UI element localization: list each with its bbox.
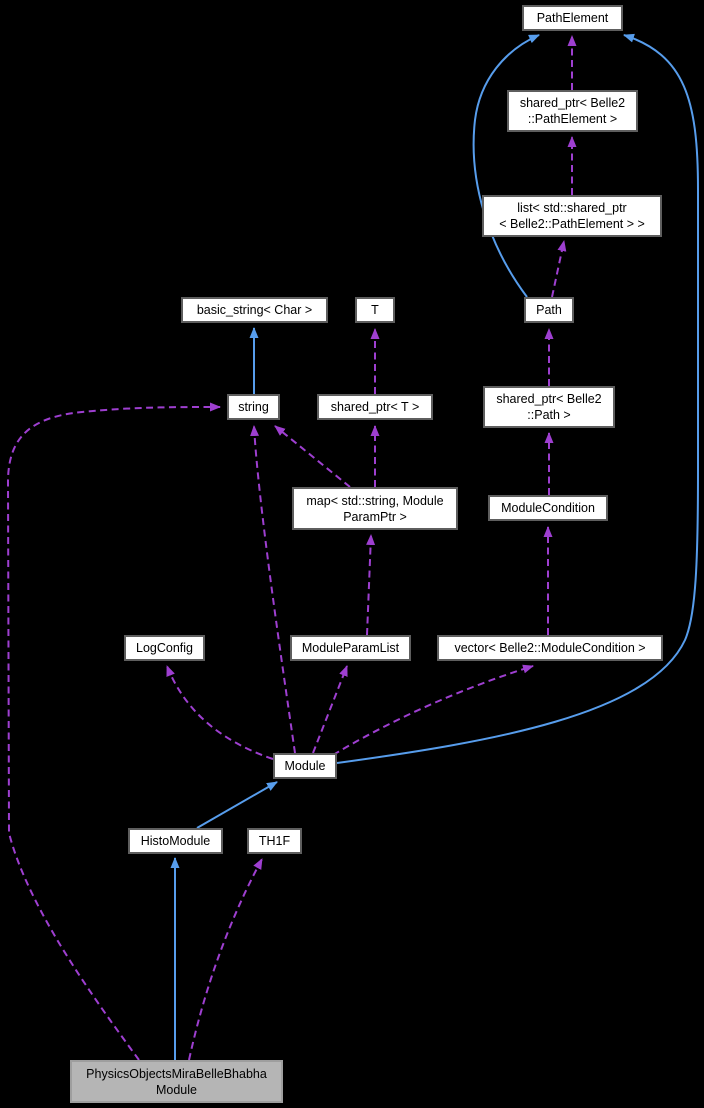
node-moduleparamlist[interactable]: ModuleParamList bbox=[290, 635, 411, 661]
node-physicsobjectsmirabellebhabhamodule[interactable]: PhysicsObjectsMiraBelleBhabha Module bbox=[70, 1060, 283, 1103]
node-shared-ptr-belle2-pathelement[interactable]: shared_ptr< Belle2 ::PathElement > bbox=[507, 90, 638, 132]
edge-moduleparamlist-to-map bbox=[366, 534, 376, 636]
node-vector-modulecondition[interactable]: vector< Belle2::ModuleCondition > bbox=[437, 635, 663, 661]
node-string[interactable]: string bbox=[227, 394, 280, 420]
node-histomodule[interactable]: HistoModule bbox=[128, 828, 223, 854]
edge-module-to-logconfig bbox=[166, 665, 274, 760]
edge-physicsmodule-to-string bbox=[6, 402, 221, 1061]
edge-path-to-pathelement bbox=[472, 34, 540, 298]
edge-histomodule-to-module bbox=[196, 781, 278, 829]
node-shared-ptr-t[interactable]: shared_ptr< T > bbox=[317, 394, 433, 420]
node-list-shared-ptr-pathelement[interactable]: list< std::shared_ptr < Belle2::PathElem… bbox=[482, 195, 662, 237]
edge-map-to-string bbox=[274, 425, 351, 488]
node-basic-string-char[interactable]: basic_string< Char > bbox=[181, 297, 328, 323]
node-pathelement[interactable]: PathElement bbox=[522, 5, 623, 31]
node-modulecondition[interactable]: ModuleCondition bbox=[488, 495, 608, 521]
edge-module-to-string bbox=[250, 425, 296, 754]
edge-module-to-moduleparamlist bbox=[312, 665, 348, 754]
node-logconfig[interactable]: LogConfig bbox=[124, 635, 205, 661]
edge-module-to-pathelement bbox=[336, 33, 699, 764]
edge-module-to-vector bbox=[332, 664, 534, 756]
node-shared-ptr-belle2-path[interactable]: shared_ptr< Belle2 ::Path > bbox=[483, 386, 615, 428]
edge-physicsmodule-to-th1f bbox=[188, 858, 263, 1061]
edge-path-to-list bbox=[551, 240, 567, 298]
node-map-string-moduleparamptr[interactable]: map< std::string, Module ParamPtr > bbox=[292, 487, 458, 530]
node-th1f[interactable]: TH1F bbox=[247, 828, 302, 854]
node-t[interactable]: T bbox=[355, 297, 395, 323]
node-module[interactable]: Module bbox=[273, 753, 337, 779]
node-path[interactable]: Path bbox=[524, 297, 574, 323]
